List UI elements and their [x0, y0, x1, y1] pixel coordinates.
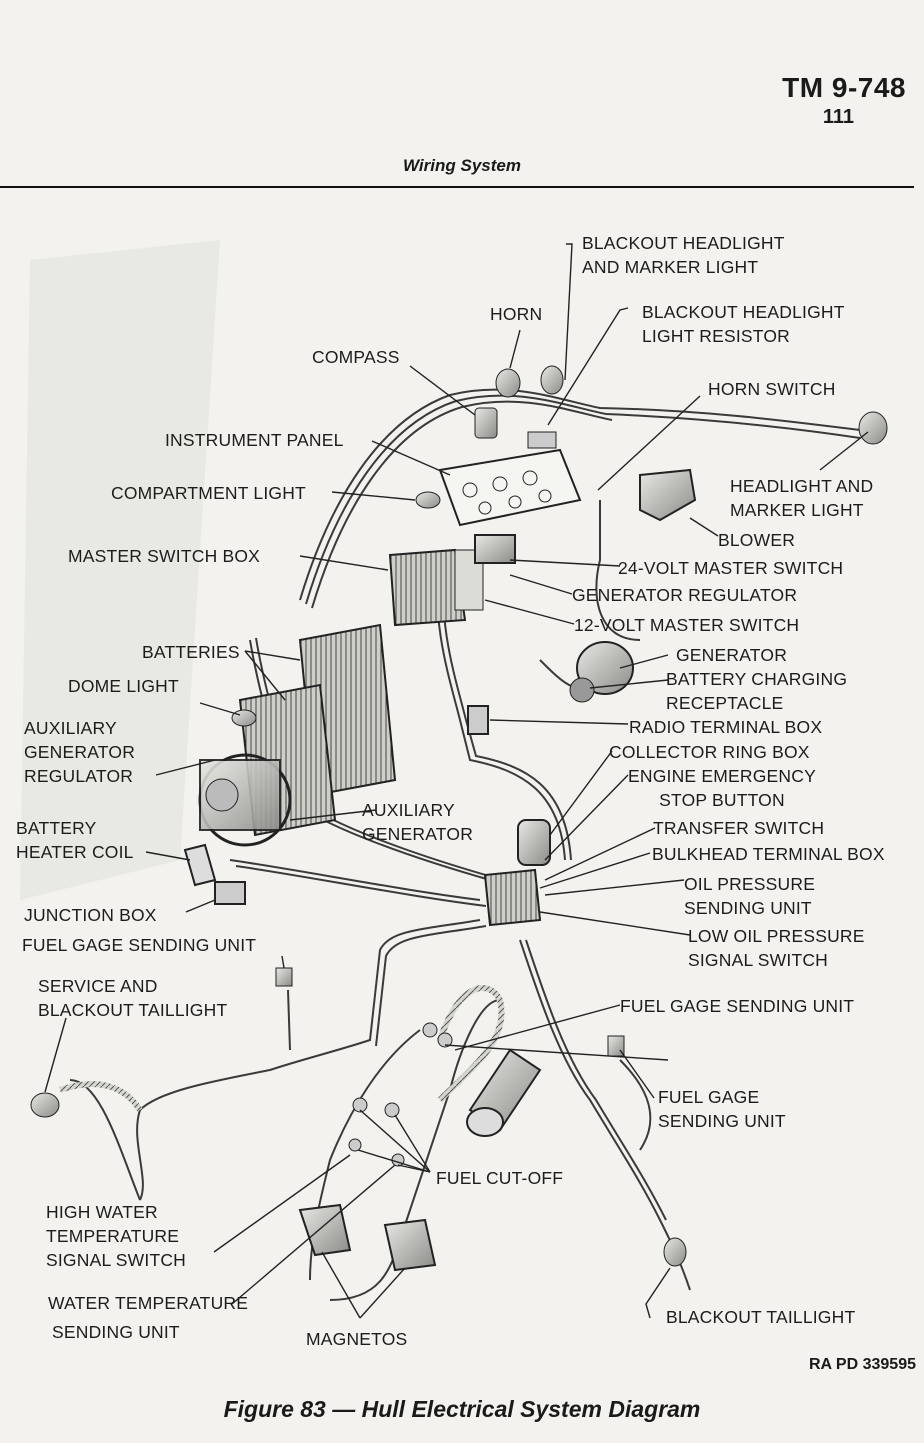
- label-low-oil: LOW OIL PRESSURE SIGNAL SWITCH: [688, 926, 865, 970]
- headlight-shape: [858, 411, 888, 445]
- label-compartment-light: COMPARTMENT LIGHT: [111, 483, 306, 503]
- label-headlight-marker: HEADLIGHT AND MARKER LIGHT: [730, 476, 874, 520]
- header-rule: [0, 186, 914, 188]
- label-water-temp: WATER TEMPERATURE: [48, 1293, 249, 1313]
- service-taillight-shape: [30, 1092, 60, 1118]
- radio-terminal-box-shape: [467, 705, 489, 735]
- manual-number: TM 9-748: [782, 72, 906, 103]
- label-oil-pressure: OIL PRESSURE SENDING UNIT: [684, 874, 816, 918]
- blackout-taillight-shape: [663, 1237, 687, 1267]
- label-bulkhead-terminal: BULKHEAD TERMINAL BOX: [652, 844, 885, 864]
- label-engine-emergency: ENGINE EMERGENCY STOP BUTTON: [628, 766, 816, 810]
- label-collector-ring-box: COLLECTOR RING BOX: [609, 742, 810, 762]
- hull-shading: [20, 240, 220, 900]
- generator-regulator-shape: [474, 534, 516, 564]
- blackout-headlight-shape: [540, 365, 564, 395]
- label-blackout-headlight-marker: BLACKOUT HEADLIGHT AND MARKER LIGHT: [582, 233, 785, 277]
- label-water-temp-2: SENDING UNIT: [52, 1322, 180, 1342]
- label-batteries: BATTERIES: [142, 642, 240, 662]
- label-service-taillight: SERVICE AND BLACKOUT TAILLIGHT: [38, 976, 228, 1020]
- label-horn-switch: HORN SWITCH: [708, 379, 836, 399]
- label-transfer-switch: TRANSFER SWITCH: [653, 818, 825, 838]
- label-compass: COMPASS: [312, 347, 400, 367]
- collector-ring-shape: [517, 819, 551, 866]
- heater-coil-shape: [183, 843, 217, 887]
- braided-cable: [59, 985, 505, 1112]
- label-24v-master-switch: 24-VOLT MASTER SWITCH: [618, 558, 844, 578]
- label-fuel-gage-right: FUEL GAGE SENDING UNIT: [620, 996, 855, 1016]
- label-generator: GENERATOR: [676, 645, 788, 665]
- label-aux-gen-regulator: AUXILIARY GENERATOR REGULATOR: [24, 718, 136, 786]
- blower-shape: [639, 468, 697, 522]
- label-instrument-panel: INSTRUMENT PANEL: [165, 430, 344, 450]
- label-blackout-resistor: BLACKOUT HEADLIGHT LIGHT RESISTOR: [642, 302, 845, 346]
- magnetos-shape: [298, 1203, 437, 1272]
- horn-shape: [495, 368, 521, 398]
- label-magnetos: MAGNETOS: [306, 1329, 408, 1349]
- label-battery-heater: BATTERY HEATER COIL: [16, 818, 134, 862]
- master-switch-box-shape: [388, 548, 484, 627]
- label-fuel-gage-left: FUEL GAGE SENDING UNIT: [22, 935, 257, 955]
- label-radio-terminal-box: RADIO TERMINAL BOX: [629, 717, 823, 737]
- bulkhead-box-shape: [483, 868, 542, 927]
- label-junction-box: JUNCTION BOX: [24, 905, 157, 925]
- label-blower: BLOWER: [718, 530, 796, 550]
- instrument-panel-shape: [438, 448, 582, 527]
- label-horn: HORN: [490, 304, 543, 324]
- aux-generator-shape: [198, 753, 292, 847]
- dome-light-shape: [231, 709, 257, 727]
- junction-box-shape: [214, 881, 246, 905]
- leader-lines: [44, 243, 869, 1319]
- fuel-gage-left-shape: [275, 967, 293, 987]
- figure-caption: Figure 83 — Hull Electrical System Diagr…: [223, 1396, 701, 1422]
- label-dome-light: DOME LIGHT: [68, 676, 179, 696]
- label-12v-master-switch: 12-VOLT MASTER SWITCH: [574, 615, 800, 635]
- resistor-shape: [527, 431, 557, 449]
- fuel-pump-shape: [466, 1048, 542, 1137]
- label-blackout-taillight: BLACKOUT TAILLIGHT: [666, 1307, 856, 1327]
- fuel-cutoff-shapes: [348, 1022, 453, 1167]
- label-fuel-gage-lower: FUEL GAGE SENDING UNIT: [658, 1087, 786, 1131]
- compass-shape: [474, 407, 498, 439]
- section-title: Wiring System: [403, 156, 521, 175]
- generator-shape: [569, 641, 634, 703]
- label-master-switch-box: MASTER SWITCH BOX: [68, 546, 261, 566]
- label-aux-generator: AUXILIARY GENERATOR: [362, 800, 474, 844]
- label-generator-regulator: GENERATOR REGULATOR: [572, 585, 798, 605]
- label-fuel-cutoff: FUEL CUT-OFF: [436, 1168, 564, 1188]
- compartment-light-shape: [415, 491, 441, 509]
- figure-reference: RA PD 339595: [808, 1356, 916, 1373]
- page-number: 111: [822, 106, 854, 128]
- label-high-water: HIGH WATER TEMPERATURE SIGNAL SWITCH: [46, 1202, 187, 1270]
- label-battery-charging: BATTERY CHARGING RECEPTACLE: [666, 669, 848, 713]
